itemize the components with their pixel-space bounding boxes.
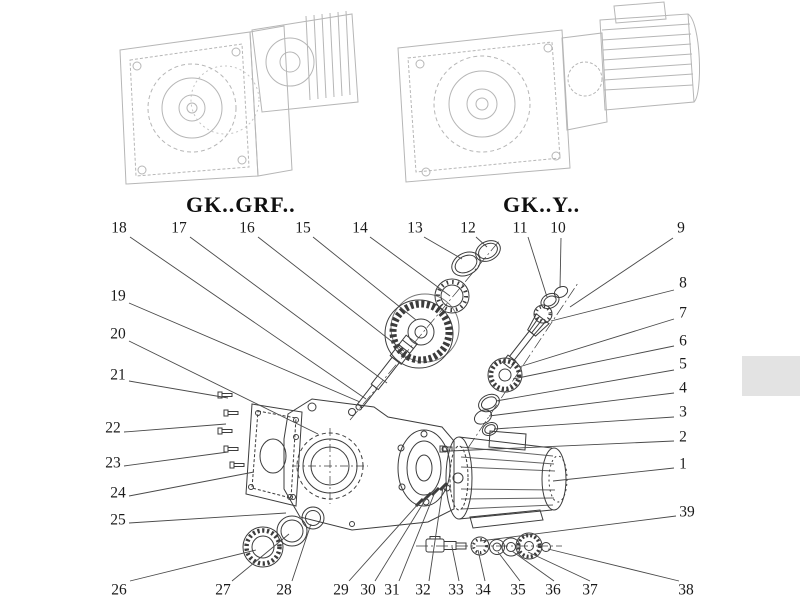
part-callout-17: 17 bbox=[171, 219, 187, 237]
part-callout-39: 39 bbox=[679, 503, 695, 521]
gearbox-housing bbox=[283, 398, 455, 531]
part-callout-21: 21 bbox=[110, 366, 126, 384]
part-callout-34: 34 bbox=[475, 581, 491, 599]
exploded-view bbox=[217, 239, 579, 568]
intermediate-gear bbox=[487, 357, 523, 393]
part-callout-33: 33 bbox=[448, 581, 464, 599]
part-callout-37: 37 bbox=[582, 581, 598, 599]
part-callout-23: 23 bbox=[105, 454, 121, 472]
part-callout-35: 35 bbox=[510, 581, 526, 599]
part-callout-29: 29 bbox=[333, 581, 349, 599]
part-callout-19: 19 bbox=[110, 287, 126, 305]
watermark-patch bbox=[742, 356, 800, 396]
part-callout-18: 18 bbox=[111, 219, 127, 237]
part-callout-1: 1 bbox=[679, 455, 687, 473]
model-label-gk-grf: GK..GRF.. bbox=[186, 192, 296, 217]
part-callout-24: 24 bbox=[110, 484, 126, 502]
part-callout-13: 13 bbox=[407, 219, 423, 237]
motor bbox=[439, 430, 568, 529]
assembly-axis-lines bbox=[349, 239, 579, 547]
part-callout-28: 28 bbox=[276, 581, 292, 599]
part-callout-9: 9 bbox=[677, 219, 685, 237]
input-gear bbox=[384, 293, 460, 369]
part-callout-20: 20 bbox=[110, 325, 126, 343]
cover-plate bbox=[245, 403, 303, 507]
bottom-left-rings bbox=[242, 506, 325, 568]
leader-lines bbox=[123, 236, 680, 582]
part-callout-27: 27 bbox=[215, 581, 231, 599]
assembled-view-right bbox=[397, 1, 701, 183]
part-callout-6: 6 bbox=[679, 332, 687, 350]
input-shaft bbox=[355, 334, 418, 411]
part-callout-31: 31 bbox=[384, 581, 400, 599]
part-callout-32: 32 bbox=[415, 581, 431, 599]
part-callout-30: 30 bbox=[360, 581, 376, 599]
seal-rings-top bbox=[451, 240, 501, 277]
part-callout-7: 7 bbox=[679, 304, 687, 322]
seal-rings-mid bbox=[473, 393, 500, 436]
flange-bolts bbox=[217, 391, 245, 469]
part-callout-3: 3 bbox=[679, 403, 687, 421]
part-callout-14: 14 bbox=[352, 219, 368, 237]
part-callout-2: 2 bbox=[679, 428, 687, 446]
part-callout-5: 5 bbox=[679, 355, 687, 373]
part-callout-8: 8 bbox=[679, 274, 687, 292]
bevel-pinion-set bbox=[501, 285, 569, 370]
part-callout-11: 11 bbox=[512, 219, 528, 237]
part-callout-16: 16 bbox=[239, 219, 255, 237]
part-callout-10: 10 bbox=[550, 219, 566, 237]
part-callout-36: 36 bbox=[545, 581, 561, 599]
part-callout-12: 12 bbox=[460, 219, 476, 237]
part-callout-25: 25 bbox=[110, 511, 126, 529]
part-callout-15: 15 bbox=[295, 219, 311, 237]
part-callout-22: 22 bbox=[105, 419, 121, 437]
assembled-view-left bbox=[119, 10, 359, 185]
part-callout-38: 38 bbox=[678, 581, 694, 599]
part-callout-26: 26 bbox=[111, 581, 127, 599]
part-callout-4: 4 bbox=[679, 379, 687, 397]
model-label-gk-y: GK..Y.. bbox=[503, 192, 581, 217]
